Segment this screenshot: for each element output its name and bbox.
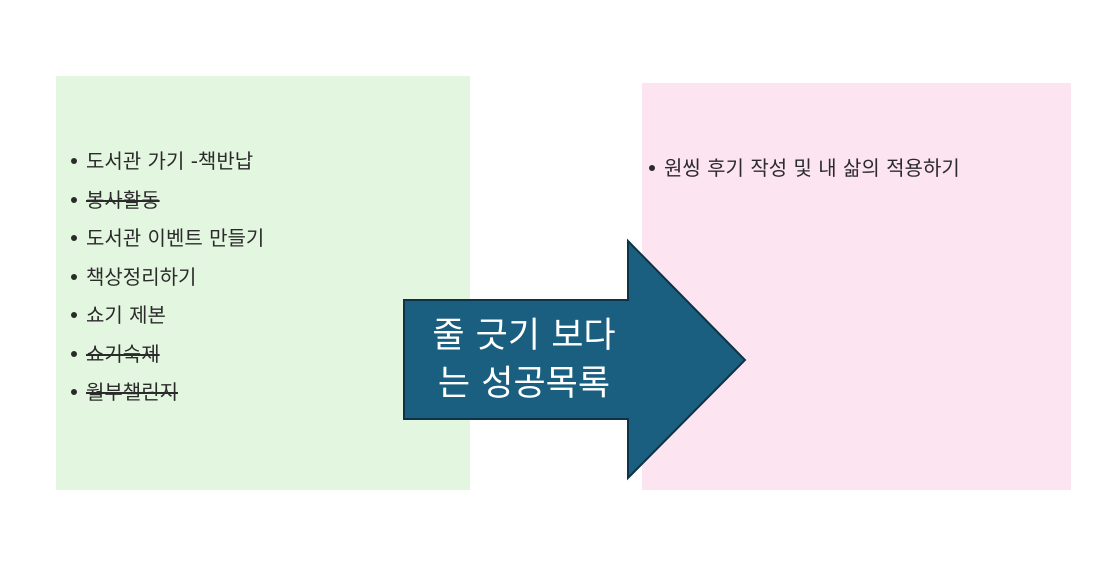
- list-item: 도서관 이벤트 만들기: [70, 219, 264, 258]
- list-item: 봉사활동: [70, 181, 264, 220]
- list-item: 원씽 후기 작성 및 내 삶의 적용하기: [648, 149, 960, 188]
- list-item: 쇼기숙제: [70, 335, 264, 374]
- list-item: 월부챌린지: [70, 373, 264, 412]
- list-item: 책상정리하기: [70, 258, 264, 297]
- success-list: 원씽 후기 작성 및 내 삶의 적용하기: [648, 149, 960, 188]
- list-item: 도서관 가기 -책반납: [70, 142, 264, 181]
- arrow-label-line-2: 는 성공목록: [437, 364, 611, 404]
- todo-list: 도서관 가기 -책반납 봉사활동 도서관 이벤트 만들기 책상정리하기 쇼기 제…: [70, 142, 264, 412]
- success-panel: 원씽 후기 작성 및 내 삶의 적용하기: [642, 83, 1071, 490]
- arrow-label-line-1: 줄 긋기 보다: [432, 316, 616, 356]
- todo-panel: 도서관 가기 -책반납 봉사활동 도서관 이벤트 만들기 책상정리하기 쇼기 제…: [56, 76, 470, 490]
- list-item: 쇼기 제본: [70, 296, 264, 335]
- arrow-label: 줄 긋기 보다 는 성공목록: [404, 300, 696, 420]
